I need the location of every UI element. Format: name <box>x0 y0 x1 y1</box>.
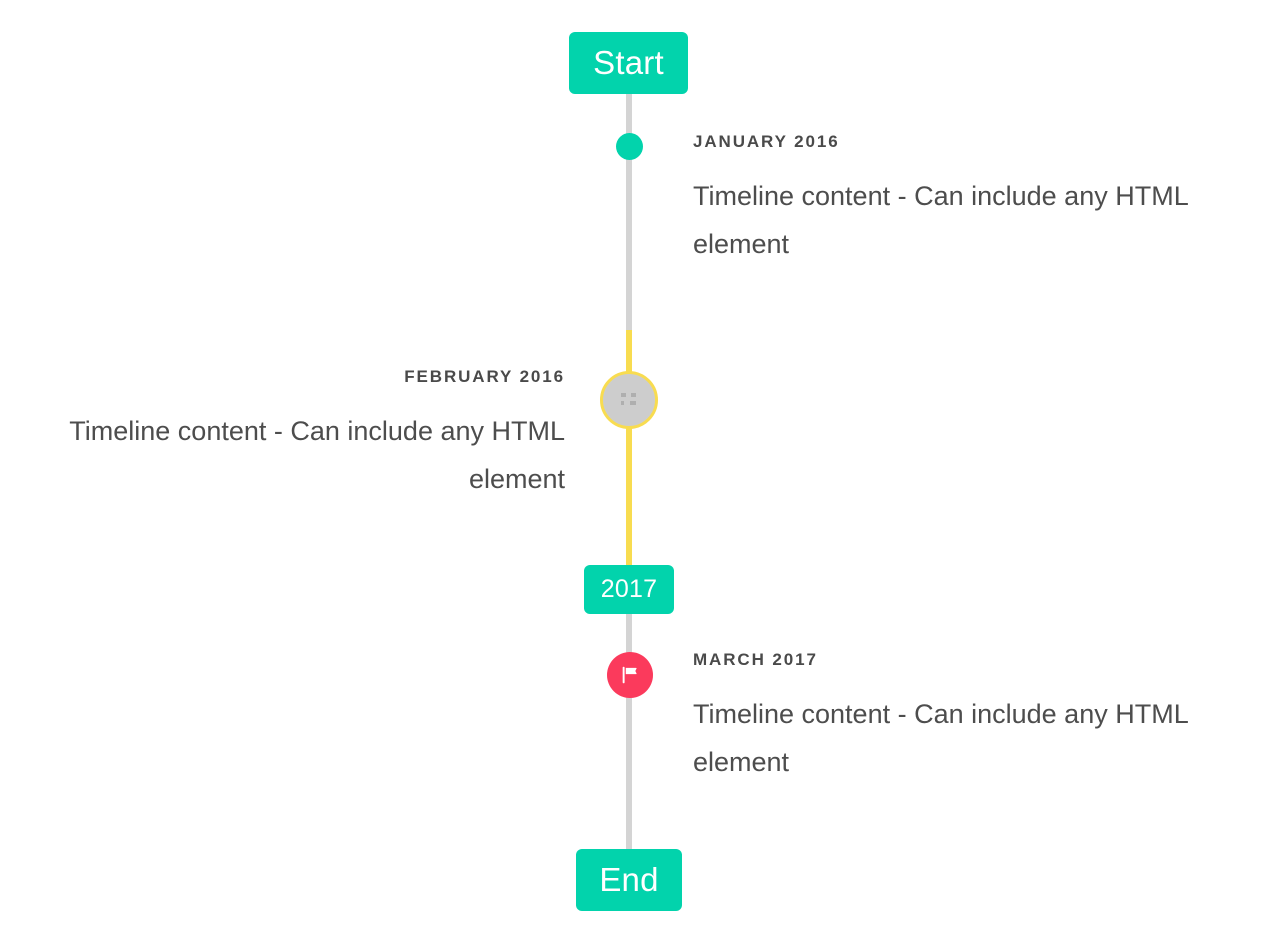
timeline-entry-january: JANUARY 2016 Timeline content - Can incl… <box>693 133 1233 268</box>
timeline-line-segment-highlight <box>626 330 632 566</box>
timeline-entry-date: MARCH 2017 <box>693 650 818 669</box>
timeline-entry-date: JANUARY 2016 <box>693 132 840 151</box>
timeline-entry-body: Timeline content - Can include any HTML … <box>693 699 1188 778</box>
timeline-marker-dot-january[interactable] <box>616 133 643 160</box>
broken-image-icon <box>621 393 636 405</box>
timeline-line-segment-top <box>626 94 632 330</box>
timeline-line-segment-bottom <box>626 612 632 850</box>
timeline-entry-date: FEBRUARY 2016 <box>404 367 565 386</box>
flag-icon <box>622 666 637 684</box>
timeline-start-badge[interactable]: Start <box>569 32 688 94</box>
timeline-entry-body: Timeline content - Can include any HTML … <box>69 416 565 495</box>
timeline-end-badge[interactable]: End <box>576 849 682 911</box>
timeline-marker-image-february[interactable] <box>600 371 658 429</box>
timeline-entry-body: Timeline content - Can include any HTML … <box>693 181 1188 260</box>
timeline-entry-march: MARCH 2017 Timeline content - Can includ… <box>693 651 1233 786</box>
timeline-year-badge[interactable]: 2017 <box>584 565 674 614</box>
timeline-marker-flag-march[interactable] <box>607 652 653 698</box>
timeline-entry-february: FEBRUARY 2016 Timeline content - Can inc… <box>35 368 565 503</box>
